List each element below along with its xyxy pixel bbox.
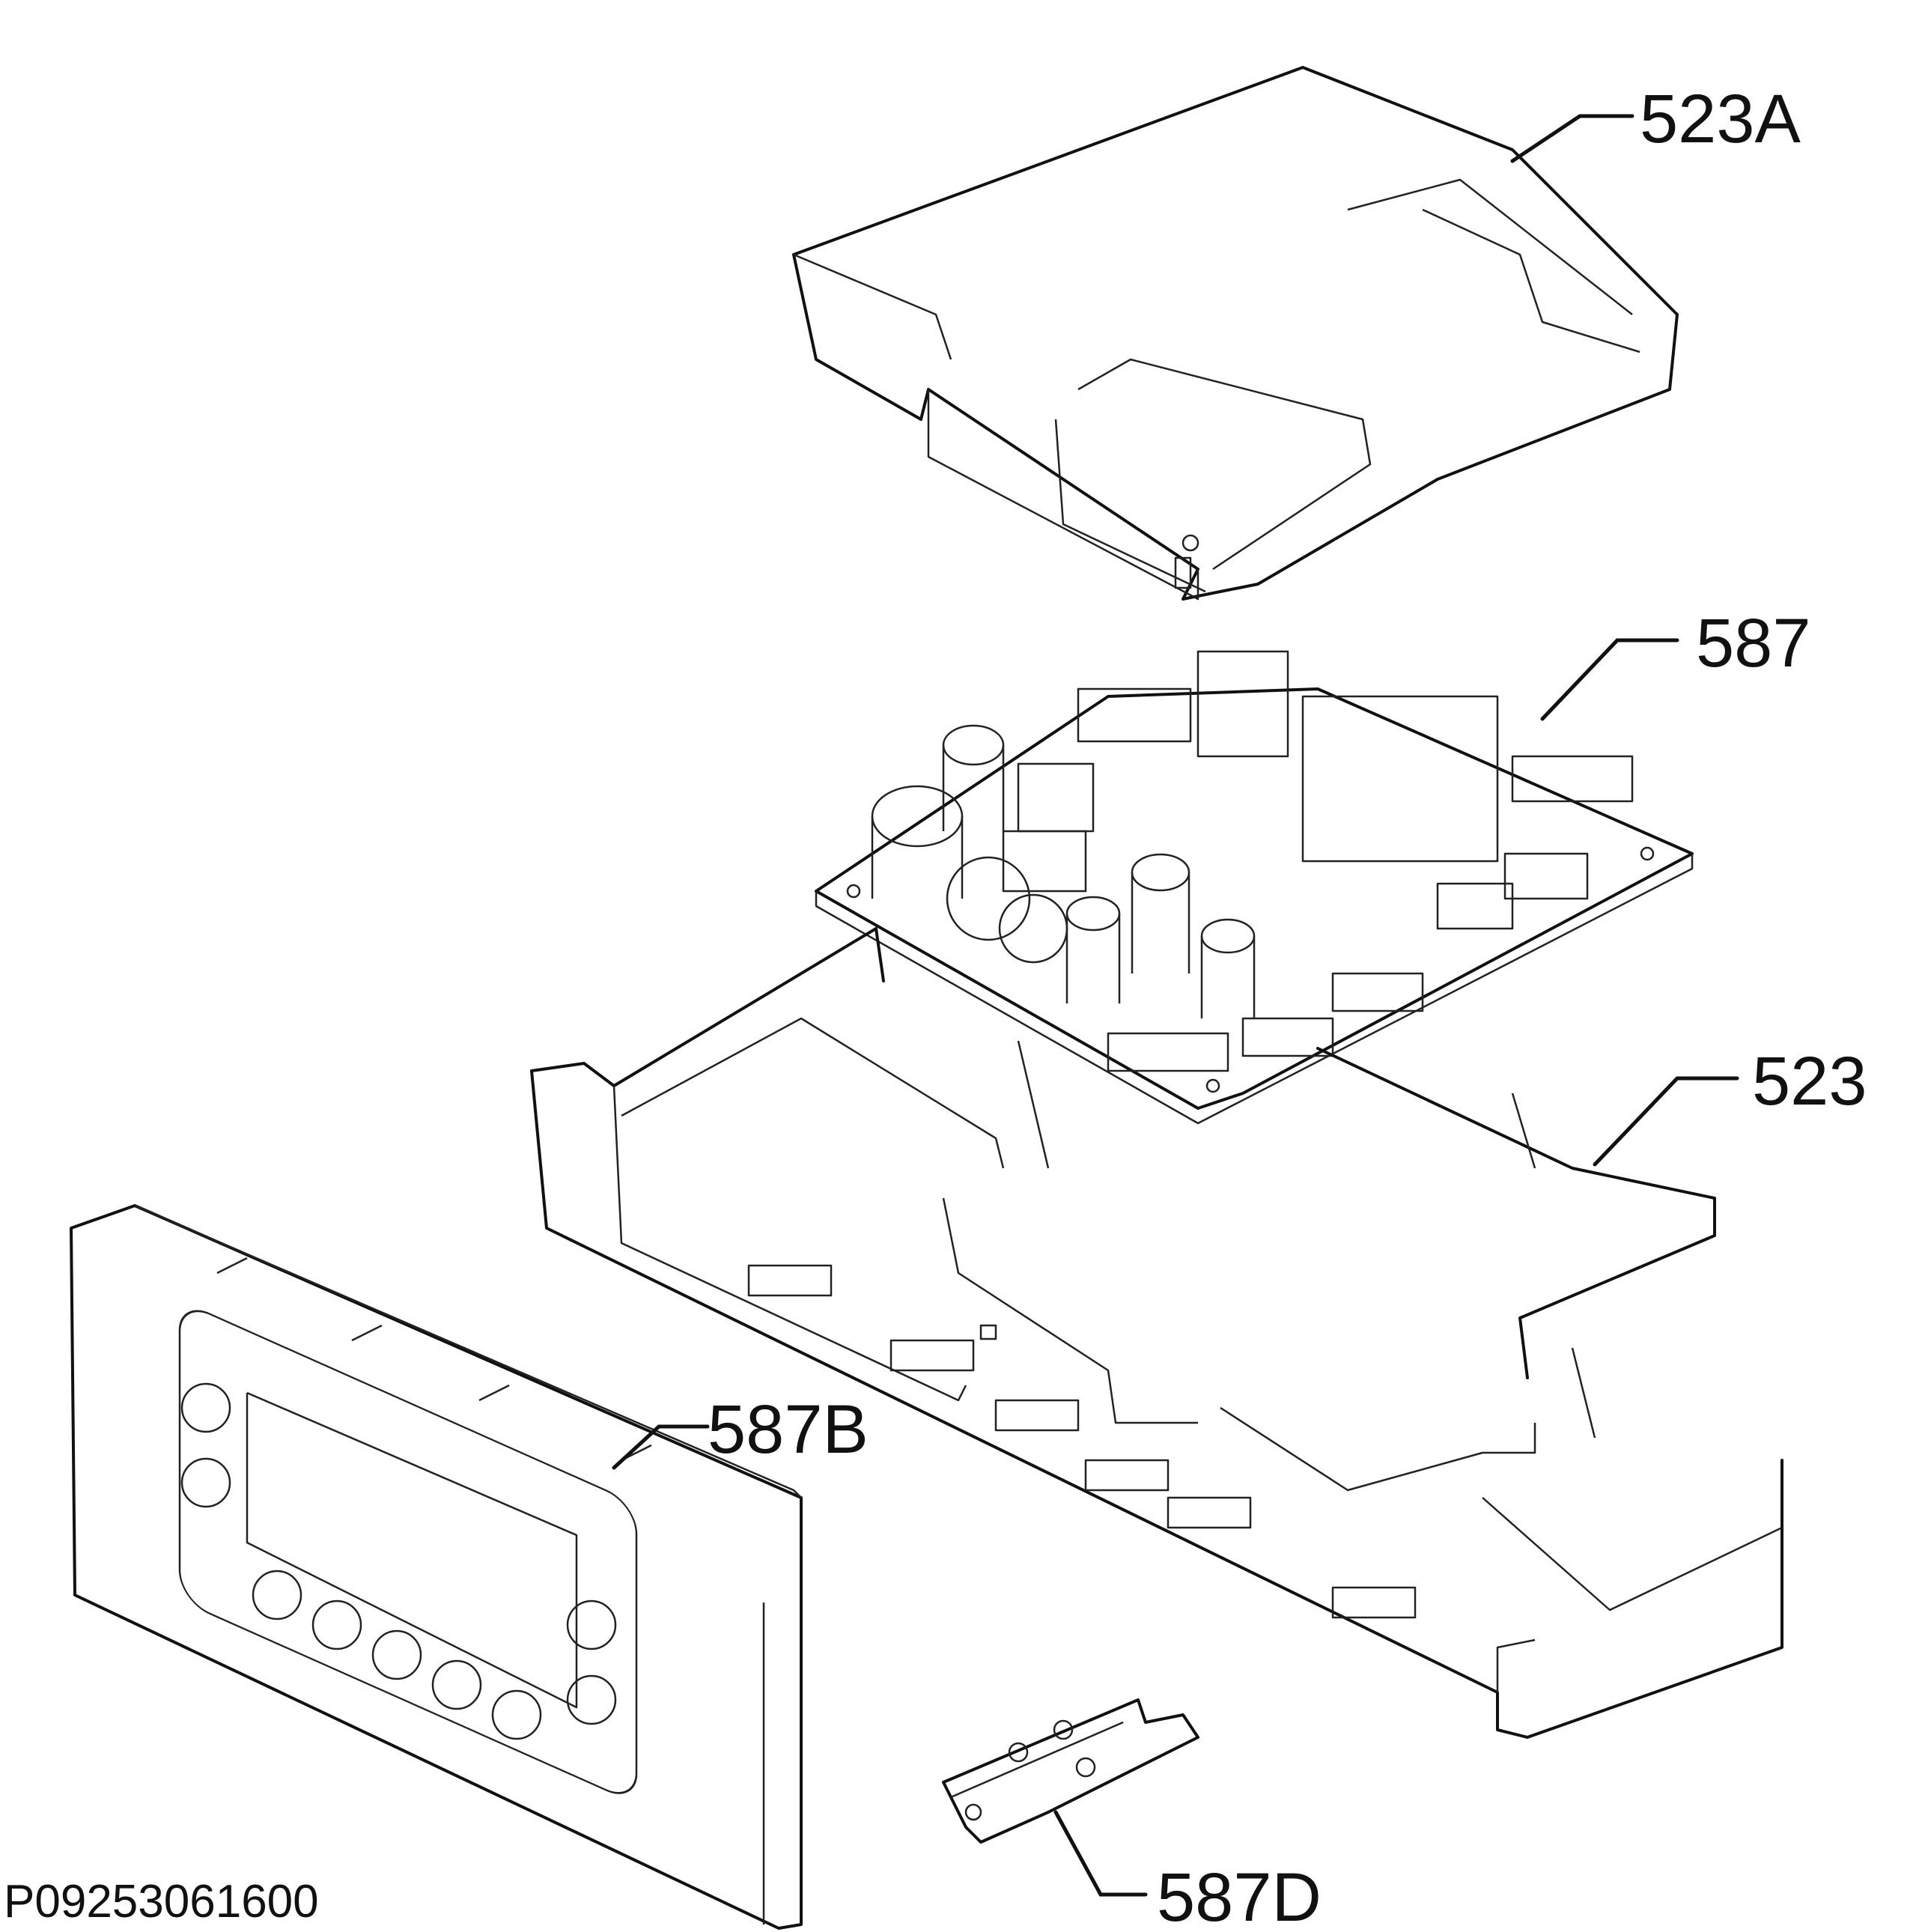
label-587: 587: [1696, 605, 1811, 681]
leader-587B: [612, 1424, 710, 1470]
label-587B: 587B: [708, 1391, 869, 1468]
keypad-587D[interactable]: [942, 1698, 1199, 1844]
label-523A: 523A: [1640, 81, 1801, 157]
drawing-code: P09253061600: [4, 1876, 319, 1928]
leader-587D: [1053, 1810, 1148, 1897]
label-523: 523: [1752, 1043, 1867, 1120]
pcb-587[interactable]: [815, 650, 1694, 1125]
leader-523: [1593, 1076, 1739, 1167]
label-587D: 587D: [1157, 1859, 1322, 1932]
housing-523[interactable]: [530, 927, 1783, 1739]
panel-587B[interactable]: [70, 1204, 803, 1930]
cover-523A[interactable]: [792, 66, 1679, 601]
leader-587: [1540, 638, 1679, 721]
leader-523A: [1510, 114, 1634, 163]
